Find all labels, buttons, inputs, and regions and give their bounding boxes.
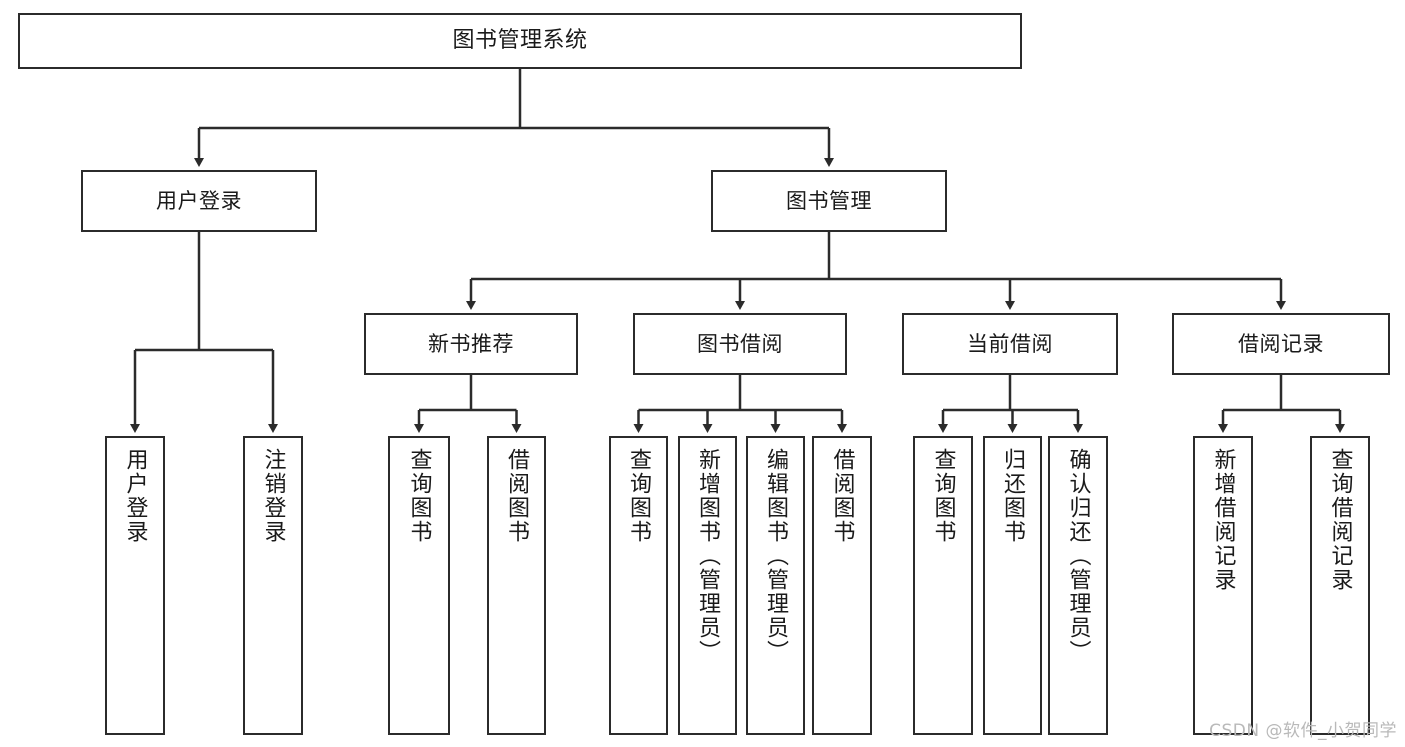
node-label: 新增图书（管理员） [695, 448, 721, 664]
node-label: 当前借阅 [967, 331, 1053, 356]
node-label: 借阅图书 [504, 448, 530, 544]
node-label: 图书管理系统 [452, 28, 588, 54]
node-current-borrow[interactable]: 当前借阅 [902, 313, 1118, 375]
node-label: 归还图书 [1000, 448, 1026, 544]
node-label: 借阅图书 [829, 448, 855, 544]
node-leaf-query-book-1[interactable]: 查询图书 [388, 436, 450, 735]
node-label: 确认归还（管理员） [1065, 448, 1091, 664]
node-leaf-borrow-book-1[interactable]: 借阅图书 [487, 436, 546, 735]
node-leaf-confirm-return[interactable]: 确认归还（管理员） [1048, 436, 1108, 735]
node-label: 编辑图书（管理员） [763, 448, 789, 664]
node-leaf-edit-book[interactable]: 编辑图书（管理员） [746, 436, 805, 735]
node-label: 查询图书 [930, 448, 956, 544]
node-label: 新增借阅记录 [1210, 448, 1236, 592]
node-leaf-return-book[interactable]: 归还图书 [983, 436, 1042, 735]
node-leaf-user-logout[interactable]: 注销登录 [243, 436, 303, 735]
node-book-mgmt[interactable]: 图书管理 [711, 170, 947, 232]
node-borrow-record[interactable]: 借阅记录 [1172, 313, 1390, 375]
node-label: 注销登录 [260, 448, 286, 544]
node-root[interactable]: 图书管理系统 [18, 13, 1022, 69]
node-leaf-query-record[interactable]: 查询借阅记录 [1310, 436, 1370, 735]
csdn-watermark: CSDN @软件_小贺同学 [1209, 721, 1397, 741]
node-label: 查询图书 [626, 448, 652, 544]
node-new-book-rec[interactable]: 新书推荐 [364, 313, 578, 375]
node-label: 用户登录 [122, 448, 148, 544]
node-label: 新书推荐 [428, 331, 514, 356]
node-label: 用户登录 [156, 188, 242, 213]
node-leaf-query-book-3[interactable]: 查询图书 [913, 436, 973, 735]
node-label: 查询借阅记录 [1327, 448, 1353, 592]
node-label: 查询图书 [406, 448, 432, 544]
node-leaf-user-login[interactable]: 用户登录 [105, 436, 165, 735]
node-label: 图书管理 [786, 188, 872, 213]
node-leaf-add-book[interactable]: 新增图书（管理员） [678, 436, 737, 735]
node-leaf-query-book-2[interactable]: 查询图书 [609, 436, 668, 735]
node-book-borrow[interactable]: 图书借阅 [633, 313, 847, 375]
node-leaf-add-record[interactable]: 新增借阅记录 [1193, 436, 1253, 735]
node-leaf-borrow-book-2[interactable]: 借阅图书 [812, 436, 872, 735]
node-user-login[interactable]: 用户登录 [81, 170, 317, 232]
node-label: 借阅记录 [1238, 331, 1324, 356]
node-label: 图书借阅 [697, 331, 783, 356]
